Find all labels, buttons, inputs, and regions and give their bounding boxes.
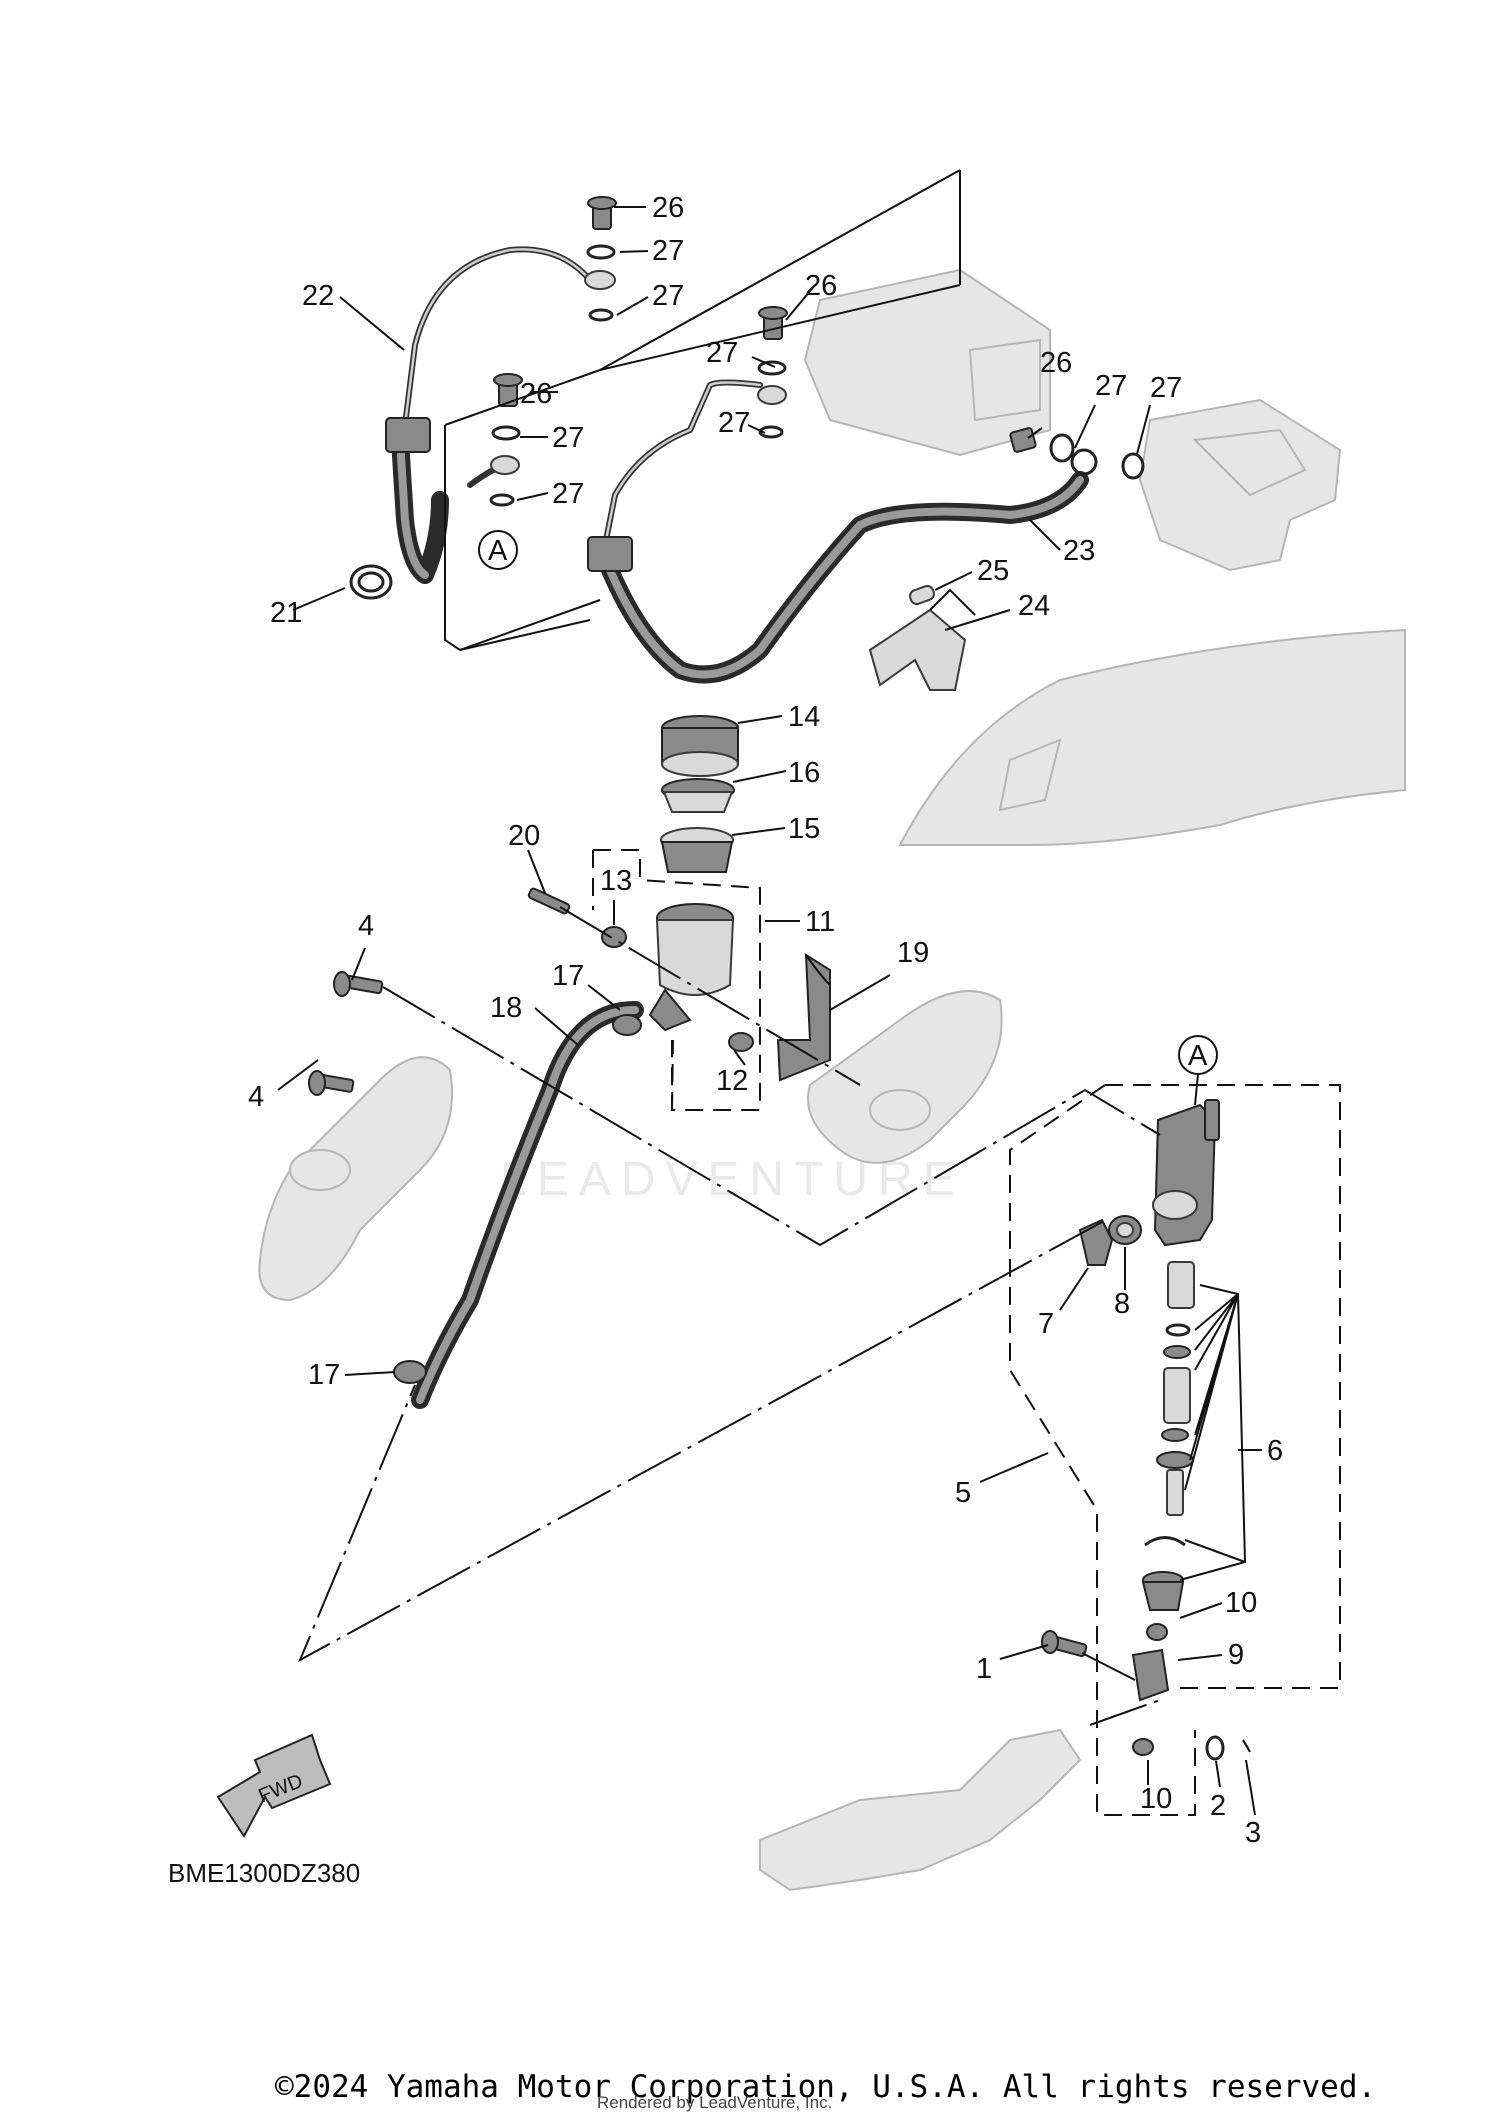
footrest-bracket-ghost-left xyxy=(258,1056,453,1302)
callout-27-e: 27 xyxy=(552,422,584,454)
brake-hose-23 xyxy=(587,448,1098,684)
callout-4-lower: 4 xyxy=(248,1081,264,1113)
callout-18: 18 xyxy=(490,992,522,1024)
callout-12: 12 xyxy=(716,1065,748,1097)
reservoir-bracket-19 xyxy=(776,953,831,1082)
callout-17-upper: 17 xyxy=(552,960,584,992)
reservoir-cap-14 xyxy=(661,715,739,777)
callout-5: 5 xyxy=(955,1477,971,1509)
callout-26-c: 26 xyxy=(520,378,552,410)
callout-27-d: 27 xyxy=(718,407,750,439)
cylinder-kit-6-parts xyxy=(1141,1261,1195,1611)
reference-marker-a-lower: A xyxy=(1178,1035,1218,1106)
brake-pipe-upper xyxy=(602,379,763,548)
callout-16: 16 xyxy=(788,757,820,789)
nut-10-lower xyxy=(1132,1738,1154,1756)
callout-8: 8 xyxy=(1114,1288,1130,1320)
callout-15: 15 xyxy=(788,813,820,845)
rear-caliper-ghost xyxy=(1138,398,1342,572)
cotter-pin-3 xyxy=(1242,1739,1251,1753)
callout-26-b: 26 xyxy=(805,270,837,302)
callout-1: 1 xyxy=(976,1653,992,1685)
o-ring-8 xyxy=(1108,1215,1142,1245)
hose-clamp-17-upper xyxy=(612,1014,642,1036)
brake-pipe-22 xyxy=(402,246,593,428)
callout-26-d: 26 xyxy=(1040,347,1072,379)
callout-13: 13 xyxy=(600,865,632,897)
callout-24: 24 xyxy=(1018,590,1050,622)
master-cylinder-body xyxy=(1152,1099,1220,1247)
diaphragm-plate-16 xyxy=(661,778,735,813)
clevis-9 xyxy=(1131,1648,1170,1702)
callout-labels: 1 2 3 4 4 5 6 7 8 9 10 10 11 12 13 14 15… xyxy=(248,192,1283,1849)
nut-12 xyxy=(728,1032,754,1052)
callout-17-lower: 17 xyxy=(308,1359,340,1391)
hose-clamp-17-lower xyxy=(393,1360,427,1384)
banjo-bolts-group xyxy=(489,196,1145,507)
bolt-4-lower xyxy=(308,1070,355,1096)
callout-7: 7 xyxy=(1038,1308,1054,1340)
diagram-code: BME1300DZ380 xyxy=(168,1858,360,1888)
callout-27-c: 27 xyxy=(706,337,738,369)
callout-22: 22 xyxy=(302,280,334,312)
callout-27-a: 27 xyxy=(652,235,684,267)
diaphragm-15 xyxy=(660,827,734,873)
callout-20: 20 xyxy=(508,820,540,852)
collar-13 xyxy=(601,926,627,948)
hose-joint-7 xyxy=(1078,1218,1114,1266)
callout-21: 21 xyxy=(270,597,302,629)
reservoir-bolt-20 xyxy=(527,887,571,915)
brake-pedal-ghost xyxy=(759,1728,1082,1892)
ref-a-label-upper: A xyxy=(488,535,508,567)
nut-10-upper xyxy=(1146,1623,1168,1641)
watermark: LEADVENTURE xyxy=(500,1153,965,1206)
rendered-by: Rendered by LeadVenture, Inc. xyxy=(597,2093,832,2112)
callout-25: 25 xyxy=(977,555,1009,587)
callout-27-g: 27 xyxy=(1095,370,1127,402)
brake-hose-short xyxy=(385,417,508,584)
callout-6: 6 xyxy=(1267,1435,1283,1467)
callout-11: 11 xyxy=(805,906,835,938)
assembly-outlines xyxy=(297,169,1341,1816)
callout-27-b: 27 xyxy=(652,280,684,312)
bolt-4-upper xyxy=(333,971,384,997)
abs-unit-ghost xyxy=(803,268,1051,457)
callout-19: 19 xyxy=(897,937,929,969)
callout-14: 14 xyxy=(788,701,820,733)
callout-4-upper: 4 xyxy=(358,910,374,942)
callout-10-upper: 10 xyxy=(1225,1587,1257,1619)
copyright-notice: ©2024 Yamaha Motor Corporation, U.S.A. A… xyxy=(275,2069,1376,2105)
callout-3: 3 xyxy=(1245,1817,1261,1849)
leader-lines xyxy=(277,206,1262,1816)
reference-marker-a-upper: A xyxy=(478,530,518,570)
bolt-1 xyxy=(1041,1630,1088,1658)
callout-23: 23 xyxy=(1063,535,1095,567)
frame-ghost xyxy=(898,628,1406,846)
hose-clip-24 xyxy=(868,585,976,691)
callout-27-f: 27 xyxy=(552,478,584,510)
callout-10-lower: 10 xyxy=(1140,1783,1172,1815)
footrest-bracket-ghost-center xyxy=(807,990,1003,1164)
callout-9: 9 xyxy=(1228,1639,1244,1671)
reservoir-hose-18 xyxy=(411,1001,644,1409)
callout-27-h: 27 xyxy=(1150,372,1182,404)
fwd-arrow-icon: FWD xyxy=(216,1733,332,1838)
ref-a-label-lower: A xyxy=(1188,1040,1208,1072)
callout-2: 2 xyxy=(1210,1790,1226,1822)
grommet-21 xyxy=(349,564,393,600)
callout-26-a: 26 xyxy=(652,192,684,224)
washer-2 xyxy=(1205,1735,1225,1761)
